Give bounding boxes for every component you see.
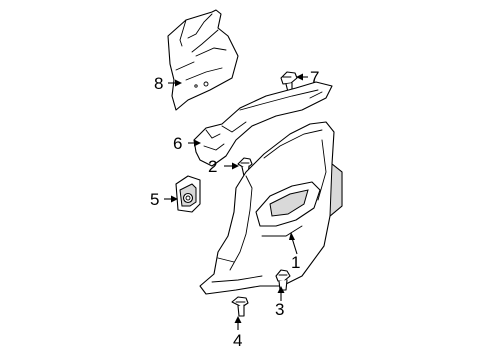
part-5-retainer-bracket	[175, 175, 201, 213]
leader-6	[188, 139, 201, 147]
callout-3: 3	[275, 300, 284, 319]
part-3-clip	[275, 269, 291, 291]
leader-5	[164, 195, 178, 203]
callout-7: 7	[310, 68, 319, 87]
callout-8: 8	[154, 74, 163, 93]
leader-3	[277, 286, 285, 301]
leader-8	[168, 79, 182, 87]
callout-5: 5	[150, 190, 159, 209]
part-4-push-pin	[231, 296, 249, 317]
part-1-lower-trim-panel	[199, 121, 343, 295]
leader-4	[234, 316, 242, 330]
callout-6: 6	[173, 134, 182, 153]
leader-2	[224, 162, 239, 170]
callout-2: 2	[208, 157, 217, 176]
part-6-upper-molding	[193, 81, 333, 167]
callout-4: 4	[233, 331, 242, 350]
part-8-upper-trim-panel	[167, 9, 239, 111]
leader-1	[289, 232, 298, 255]
leader-7	[296, 73, 308, 81]
callout-1: 1	[291, 253, 300, 272]
